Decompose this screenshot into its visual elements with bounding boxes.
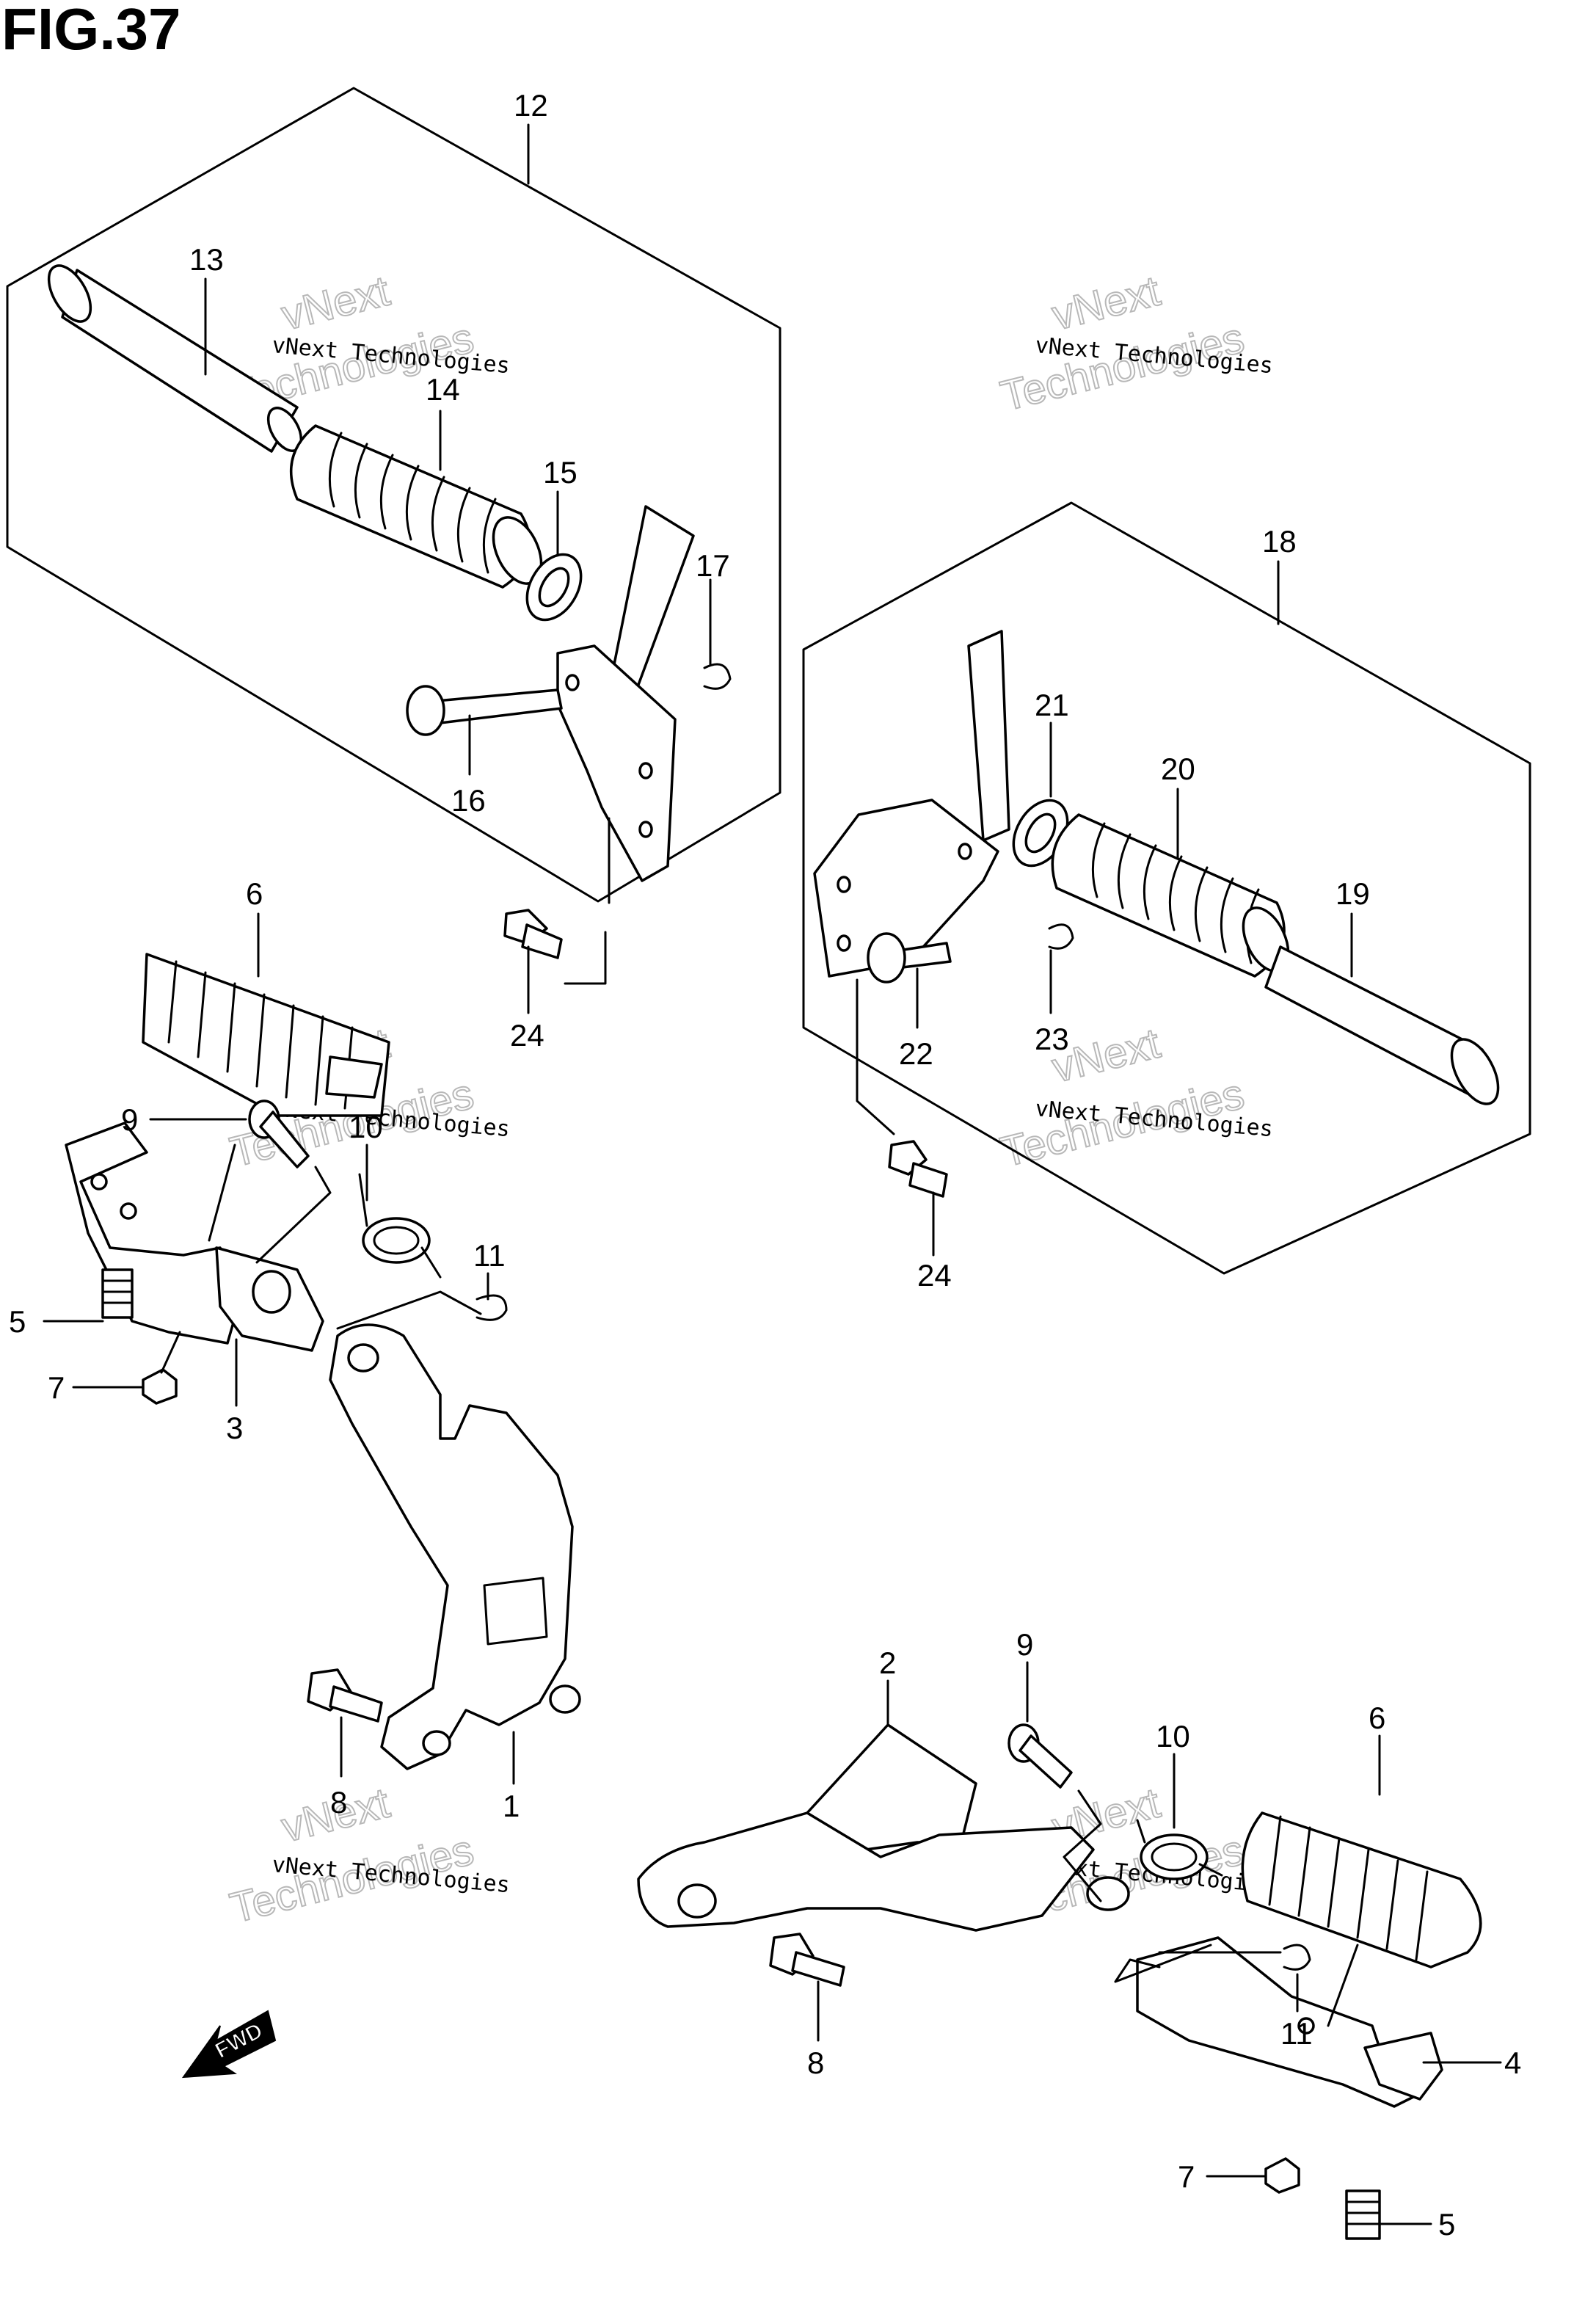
callout-7-a: 7 (48, 1370, 65, 1405)
callout-7-b: 7 (1178, 2159, 1195, 2194)
kit-outline-12 (6, 87, 781, 903)
forward-arrow-icon: FWD (181, 2010, 277, 2079)
leader-line-24-b2 (856, 978, 895, 1135)
leader-line-9-a3 (208, 1144, 236, 1242)
callout-6-b: 6 (1369, 1701, 1385, 1735)
pin-part-9-b (1007, 1723, 1073, 1789)
callout-8-b: 8 (807, 2046, 824, 2080)
callout-12: 12 (514, 88, 548, 123)
callout-16: 16 (451, 783, 486, 818)
footrest-bracket-part-1 (329, 1323, 581, 1770)
footrest-bracket-part-3 (65, 1122, 324, 1352)
callout-22: 22 (899, 1036, 933, 1071)
watermark: vNext Technologies vNext Technologies (995, 266, 1274, 421)
pin-part-9-a (248, 1099, 310, 1168)
nut-part-7-b (1264, 2157, 1300, 2194)
pin-part-22 (867, 932, 952, 984)
callout-24-b: 24 (917, 1258, 952, 1293)
callout-3: 3 (226, 1411, 243, 1445)
spring-part-10-b (1136, 1819, 1223, 1880)
footrest-bracket-part-2 (637, 1723, 1130, 1932)
callout-5-a: 5 (9, 1304, 26, 1339)
bolt-part-5-b (1345, 2189, 1381, 2240)
callout-15: 15 (543, 455, 577, 490)
footrest-rubber-part-6-a (142, 953, 390, 1117)
callout-6-a: 6 (246, 876, 263, 911)
callout-labels: 12 13 14 15 17 16 18 21 20 19 6 24 22 23… (9, 88, 1521, 2242)
callout-10-a: 10 (349, 1110, 383, 1144)
pin-part-16 (406, 685, 563, 736)
callout-1: 1 (503, 1789, 520, 1823)
callout-2: 2 (879, 1646, 896, 1680)
callout-8-a: 8 (330, 1785, 347, 1820)
footrest-holder-bracket-right (813, 630, 1010, 978)
clip-part-17 (703, 663, 732, 690)
callout-17: 17 (696, 548, 730, 583)
spring-part-10-a (358, 1173, 442, 1279)
callout-24-a: 24 (510, 1018, 544, 1053)
leader-line-7-a2 (160, 1331, 181, 1374)
footrest-rubber-part-6-b (1241, 1811, 1482, 1969)
svg-text:vNext: vNext (277, 267, 394, 340)
callout-20: 20 (1161, 752, 1195, 786)
figure-title: FIG.37 (1, 0, 181, 62)
callout-9-a: 9 (121, 1102, 138, 1137)
callout-18: 18 (1262, 524, 1297, 559)
footrest-bracket-part-4 (1136, 1936, 1443, 2108)
leader-line-4-c (1114, 1944, 1212, 1983)
bolt-part-8-a (307, 1668, 383, 1723)
washer-part-15 (525, 553, 583, 622)
bolt-part-24-a (503, 909, 563, 959)
leader-line-9-b2 (1063, 1789, 1102, 1902)
leader-line-9-a2 (255, 1166, 332, 1264)
footrest-holder-bracket (556, 505, 695, 882)
bolt-part-5-a (101, 1268, 134, 1319)
svg-text:vNext: vNext (1047, 267, 1165, 340)
watermark: vNext Technologies vNext Technologies (225, 1778, 511, 1933)
rubber-grip-part-20 (1051, 813, 1290, 978)
bolt-part-24-b (888, 1140, 948, 1198)
clip-part-11-a (475, 1294, 508, 1321)
pipe-part-13 (47, 264, 303, 453)
callout-9-b: 9 (1016, 1627, 1033, 1662)
rubber-grip-part-14 (289, 424, 543, 589)
pipe-part-19 (1264, 945, 1500, 1105)
callout-5-b: 5 (1438, 2207, 1455, 2242)
callout-11-b: 11 (1280, 2016, 1313, 2051)
callout-4: 4 (1504, 2046, 1521, 2080)
callout-13: 13 (189, 242, 224, 277)
nut-part-7-a (142, 1368, 178, 1405)
callout-21: 21 (1035, 688, 1069, 722)
bolt-part-8-b (769, 1933, 845, 1987)
clip-part-23 (1048, 923, 1074, 950)
callout-23: 23 (1035, 1022, 1069, 1056)
clip-part-11-b (1283, 1944, 1311, 1971)
callout-11-a: 11 (473, 1238, 506, 1273)
callout-10-b: 10 (1156, 1719, 1190, 1753)
leader-line-11-a2 (336, 1290, 482, 1330)
kit-outline-18 (802, 501, 1531, 1275)
leader-line-4-b (1327, 1944, 1359, 2027)
leader-line-24-a3 (564, 931, 607, 985)
callout-19: 19 (1336, 876, 1370, 911)
callout-14: 14 (426, 372, 460, 407)
